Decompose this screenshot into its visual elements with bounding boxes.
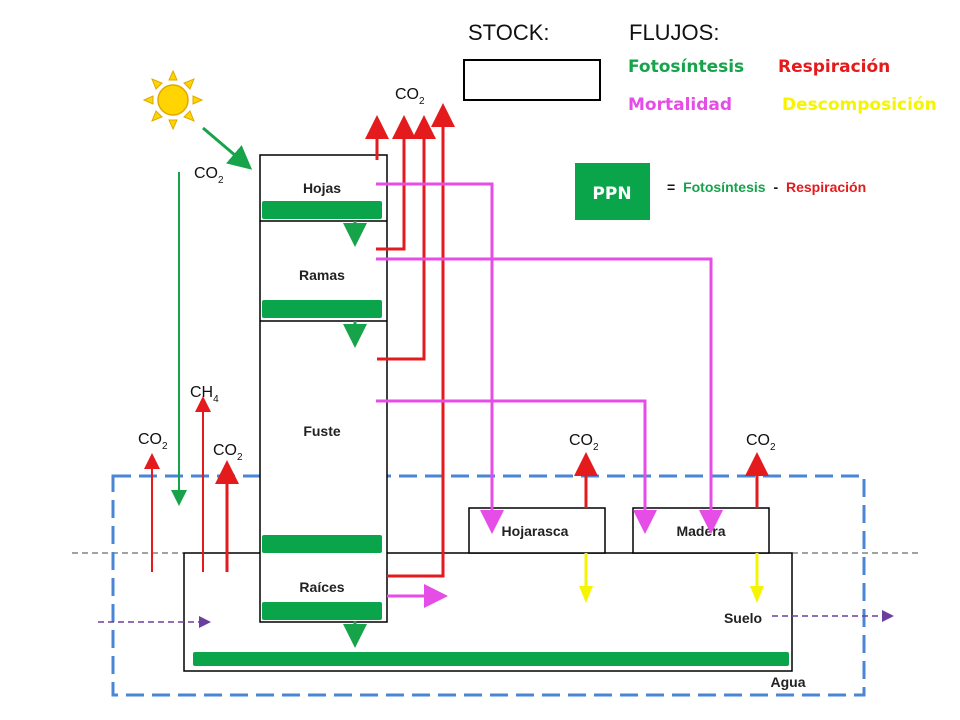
sun-icon	[142, 69, 204, 131]
wood-decomposition-arrow	[750, 553, 764, 603]
ch4-label: CH4	[190, 384, 219, 405]
flows-title: FLUJOS:	[629, 20, 719, 45]
soil-stock-bar	[193, 652, 789, 666]
co2-label-soil-2: CO2	[213, 442, 243, 463]
legend-photosynthesis: Fotosíntesis	[628, 57, 744, 77]
co2-label-uptake: CO2	[194, 165, 224, 186]
legend-respiration: Respiración	[778, 57, 890, 77]
litter-decomposition-arrow	[579, 553, 593, 603]
trunk-mortality-arrow	[376, 399, 657, 534]
ppn-equation: = Fotosíntesis - Respiración	[667, 179, 866, 195]
roots-respiration-arrow	[387, 103, 455, 578]
trunk-stock-bar	[262, 535, 382, 553]
branches-respiration-arrow	[376, 115, 416, 251]
ppn-minus: -	[773, 179, 778, 195]
leaves-stock-bar	[262, 201, 382, 219]
co2-label-litter: CO2	[569, 432, 599, 453]
label-branches: Ramas	[299, 267, 345, 283]
ppn-badge-label: PPN	[592, 184, 631, 204]
label-leaves: Hojas	[303, 180, 341, 196]
legend-decomposition: Descomposición	[782, 95, 937, 115]
label-roots: Raíces	[299, 579, 344, 595]
ecosystem-boundary	[111, 474, 866, 697]
stock-title: STOCK:	[468, 20, 550, 45]
co2-label-wood: CO2	[746, 432, 776, 453]
co2-label-soil-1: CO2	[138, 431, 168, 452]
stock-legend-box	[463, 59, 601, 101]
legend-mortality: Mortalidad	[628, 95, 732, 115]
branches-stock-bar	[262, 300, 382, 318]
ppn-term-photosynthesis: Fotosíntesis	[683, 179, 766, 195]
photosynthesis-arrow	[202, 126, 253, 170]
trunk-respiration-arrow	[377, 115, 436, 361]
ppn-badge	[575, 163, 650, 220]
label-wood: Madera	[676, 523, 725, 539]
label-trunk: Fuste	[303, 423, 341, 439]
roots-stock-bar	[262, 602, 382, 620]
label-water: Agua	[771, 674, 806, 690]
leaves-mortality-arrow	[376, 182, 504, 534]
ppn-equals: =	[667, 179, 675, 195]
ppn-term-respiration: Respiración	[786, 179, 866, 195]
label-soil: Suelo	[724, 610, 762, 626]
branches-mortality-arrow	[376, 257, 723, 534]
label-litter: Hojarasca	[502, 523, 569, 539]
co2-label-top: CO2	[395, 86, 425, 107]
